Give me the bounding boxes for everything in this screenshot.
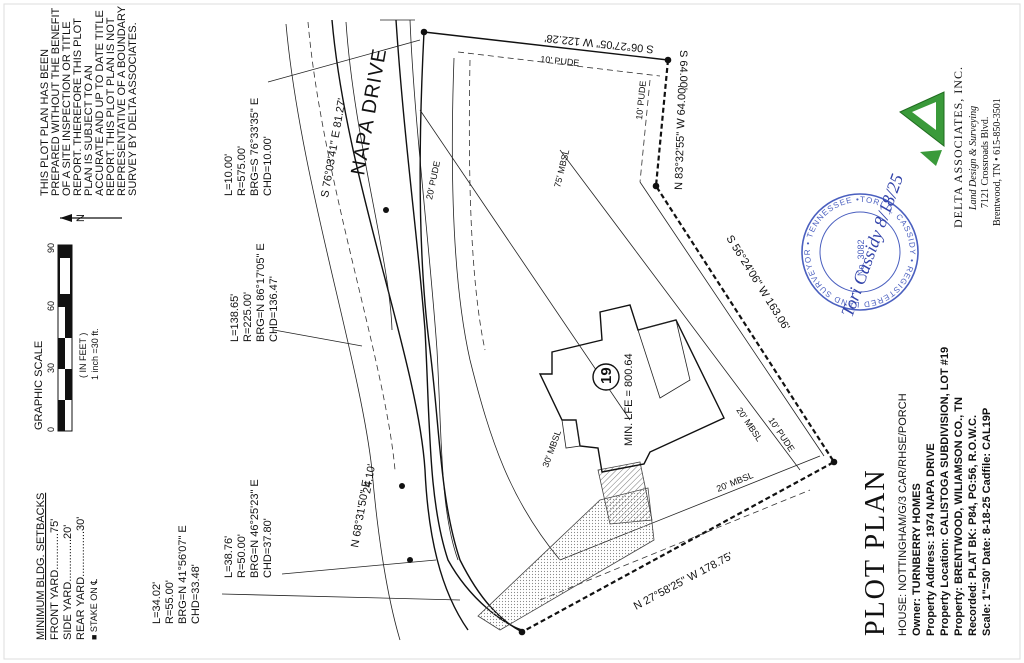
plan-recorded: Recorded: PLAT BK: P84, PG:56, R.O.W.C. <box>967 415 979 636</box>
road <box>285 19 523 641</box>
note-line-5: PLAN IS SUBJECT TO AN <box>83 65 95 196</box>
boundary-diag-bearing: S 56°24'06" W 163.06' <box>723 233 791 332</box>
scale-title: GRAPHIC SCALE <box>33 341 45 430</box>
lot-number: 19 <box>598 367 615 384</box>
road-bearing-1: S 76°03'41" E 81.27' <box>319 97 348 198</box>
note-line-6: ACCURATE AND UP TO DATE TITLE <box>94 10 106 196</box>
min-lfe: MIN. LFE = 800.64 <box>623 353 635 446</box>
note-line-2: PREPARED WITHOUT THE BENEFIT <box>50 7 62 196</box>
note-line-7: REPORT. THIS PLOT PLAN IS NOT <box>105 17 117 196</box>
setback-front: FRONT YARD............75' <box>49 519 61 640</box>
leader-lines <box>221 39 461 601</box>
mbsl-rear-label: 75' MBSL <box>552 148 571 188</box>
scale-unit: ( IN FEET ) <box>78 333 88 378</box>
boundary-pin-4 <box>830 458 838 466</box>
company-city: Brentwood, TN • 615-850-3501 <box>992 98 1003 226</box>
curve-c2-l: L=38.76' <box>223 536 235 578</box>
curve-c1-l: L=34.02' <box>151 582 163 624</box>
curve-data-c1: L=34.02' R=55.00' BRG=N 41°56'07" E CHD=… <box>151 525 202 624</box>
porch-slab <box>597 461 653 525</box>
curve-c3-r: R=225.00' <box>242 292 254 342</box>
house-footprint <box>538 304 725 473</box>
note-line-3: OF A SITE INSPECTION OR TITLE <box>61 21 73 196</box>
lot-number-circle <box>592 363 620 391</box>
curve-c2-brg: BRG=N 46°25'23" E <box>249 479 261 578</box>
road-pin-1 <box>383 207 389 213</box>
road-dist-2: 24.10' <box>361 463 378 494</box>
road-name: NAPA DRIVE <box>347 46 391 176</box>
stake-note: ■ STAKE ON ℄ <box>89 579 99 640</box>
mbsl-front-label: 30' MBSL <box>540 429 563 469</box>
plan-address: Property Address: 1974 NAPA DRIVE <box>925 443 937 636</box>
curve-data-c4: L=10.00' R=575.00' BRG=S 76°33'35" E CHD… <box>223 98 274 196</box>
curve-c4-r: R=575.00' <box>236 146 248 196</box>
plan-house: HOUSE: NOTTINGHAM/G/3 CAR/RHSE/PORCH <box>897 393 909 636</box>
pude-right-label: 10' PUDE <box>634 80 648 120</box>
setback-side: SIDE YARD..............20' <box>62 525 74 640</box>
scale-tick-30: 30 <box>46 363 56 373</box>
plan-property: Property: BRENTWOOD, WILIAMSON CO., TN <box>953 397 965 636</box>
boundary-right-bearing: N 83°32'55" W 64.00' <box>673 86 689 191</box>
setback-lines <box>419 51 825 601</box>
curve-data-c3: L=138.65' R=225.00' BRG=N 86°17'05" E CH… <box>229 243 280 342</box>
boundary-bottom-bearing: N 27°58'25" W 178.75' <box>632 550 735 612</box>
curve-c1-r: R=55.00' <box>164 580 176 624</box>
boundary-pin-2 <box>664 56 672 64</box>
setback-rear: REAR YARD...............30' <box>75 517 87 640</box>
company-tagline: Land Design & Surveying <box>968 106 979 211</box>
curve-c4-chd: CHD=10.00' <box>262 136 274 196</box>
curve-c2-chd: CHD=37.80' <box>262 518 274 578</box>
plan-location: Property Location: CALISTOGA SUBDIVISION… <box>939 347 951 636</box>
seal-number: No. 3082 <box>856 239 866 276</box>
boundary-pin-5 <box>518 628 526 636</box>
pude-front-label: 20' PUDE <box>424 160 442 200</box>
scale-ratio: 1 inch =30 ft. <box>90 328 100 380</box>
curve-c3-l: L=138.65' <box>229 294 241 342</box>
note-line-9: SURVEY BY DELTA ASSOCIATES. <box>127 22 139 196</box>
note-line-1: THIS PLOT PLAN HAS BEEN <box>39 49 51 196</box>
curve-c3-brg: BRG=N 86°17'05" E <box>255 243 267 342</box>
company-name: DELTA ASSOCIATES, INC. <box>951 66 965 228</box>
company-block: DELTA ASSOCIATES, INC. Land Design & Sur… <box>951 66 1003 228</box>
curve-c1-chd: CHD=33.48' <box>190 564 202 624</box>
mbsl-side-label: 20' MBSL <box>734 406 764 444</box>
curve-c4-brg: BRG=S 76°33'35" E <box>249 98 261 196</box>
scale-bar <box>57 244 73 432</box>
scale-tick-60: 60 <box>46 301 56 311</box>
company-address: 7121 Crossroads Blvd. <box>980 117 991 208</box>
road-pin-3 <box>407 557 413 563</box>
curve-c3-chd: CHD=136.47' <box>268 276 280 342</box>
boundary-pin-1 <box>420 28 428 36</box>
surveyor-seal: TORI D. CASSIDY • REGISTERED LAND SURVEY… <box>801 171 919 319</box>
scale-tick-0: 0 <box>46 427 56 432</box>
curve-data-c2: L=38.76' R=50.00' BRG=N 46°25'23" E CHD=… <box>223 479 274 578</box>
north-label: N <box>75 214 87 222</box>
north-arrow: N <box>60 214 122 222</box>
road-pin-2 <box>399 483 405 489</box>
disclaimer-note: THIS PLOT PLAN HAS BEEN PREPARED WITHOUT… <box>39 5 139 196</box>
curve-c2-r: R=50.00' <box>236 534 248 578</box>
sheet-border <box>3 3 1021 660</box>
setbacks-title: MINIMUM BLDG. SETBACKS <box>35 493 47 640</box>
note-line-8: REPRESENTATIVE OF A BOUNDARY <box>116 5 128 196</box>
curve-c1-brg: BRG=N 41°56'07" E <box>177 525 189 624</box>
pude-rear-label: 10' PUDE <box>766 416 796 454</box>
title-block: PLOT PLAN HOUSE: NOTTINGHAM/G/3 CAR/RHSE… <box>860 347 993 636</box>
setbacks-block: MINIMUM BLDG. SETBACKS FRONT YARD.......… <box>35 493 99 640</box>
graphic-scale: GRAPHIC SCALE 0 30 60 90 ( IN FEET ) 1 i… <box>33 243 100 432</box>
boundary-pin-3 <box>652 182 660 190</box>
lot-boundary <box>383 28 838 636</box>
company-logo <box>899 91 945 166</box>
note-line-4: REPORT. THEREFORE THIS PLOT <box>72 18 84 196</box>
scale-tick-90: 90 <box>46 243 56 253</box>
logo-wedge-icon <box>920 150 942 166</box>
plan-title: PLOT PLAN <box>860 468 891 636</box>
pude-top-label: 10' PUDE <box>540 54 580 68</box>
boundary-right-top: S 64.00' <box>677 50 689 90</box>
plan-owner: Owner: TURNBERRY HOMES <box>911 483 923 636</box>
curve-c4-l: L=10.00' <box>223 154 235 196</box>
plan-scale-date: Scale: 1"=30' Date: 8-18-25 Cadfile: CAL… <box>981 408 993 636</box>
